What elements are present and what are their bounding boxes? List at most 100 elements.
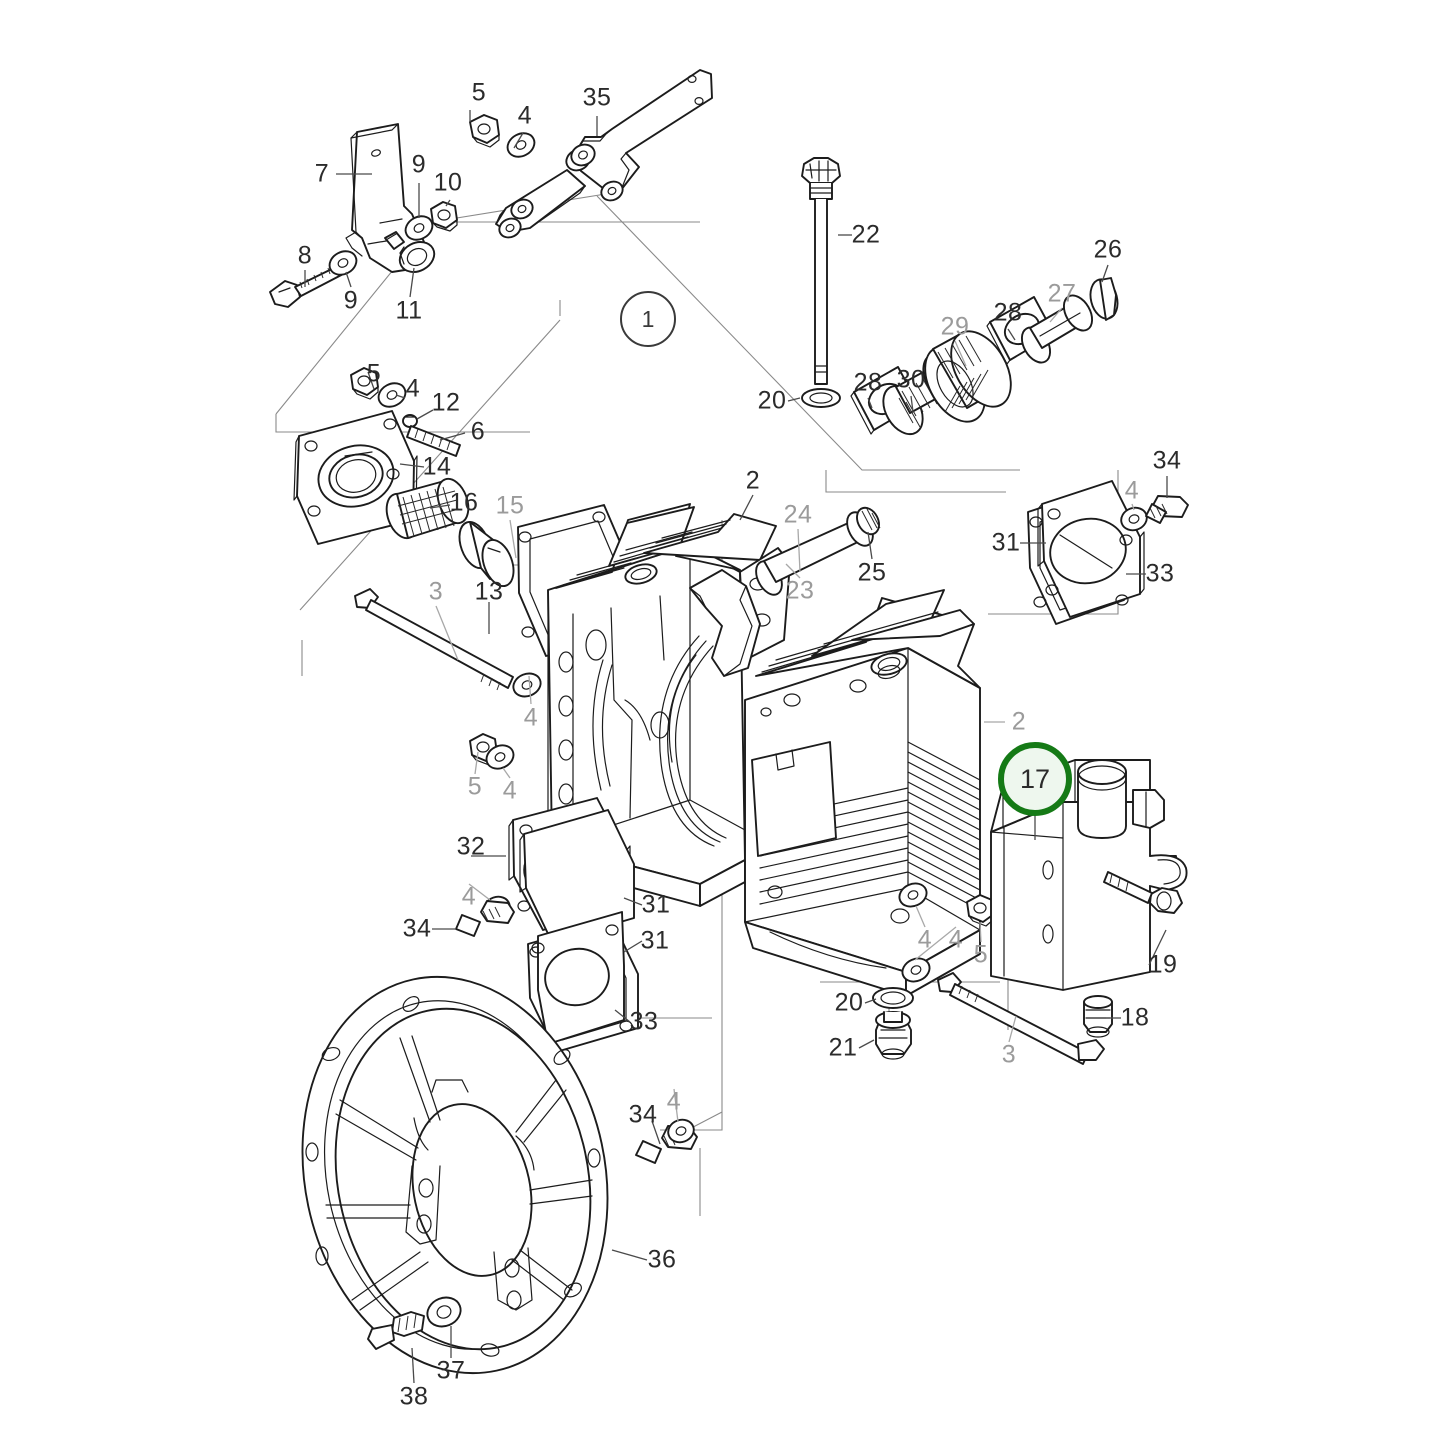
part-number-label: 8	[297, 241, 313, 270]
part-number-label: 21	[828, 1033, 858, 1062]
part-number-label: 4	[948, 925, 964, 954]
part-20-oring-lower	[872, 987, 914, 1009]
part-11-bushing-ring	[384, 231, 436, 273]
part-number-label: 34	[1152, 446, 1182, 475]
part-10-nut	[430, 201, 458, 232]
part-number-label: 34	[628, 1100, 658, 1129]
highlighted-callout-bubble[interactable]: 17	[998, 742, 1072, 816]
part-34-flange-bolt-lowleft	[455, 900, 515, 937]
part-14-bearing-cover-flange	[293, 410, 418, 545]
part-number-label: 5	[467, 772, 483, 801]
part-number-label: 38	[399, 1382, 429, 1411]
part-number-label: 31	[991, 528, 1021, 557]
part-number-label: 4	[405, 374, 421, 403]
part-33-inspection-cover-right	[1037, 480, 1145, 618]
part-number-label: 19	[1148, 950, 1178, 979]
leader-lines	[304, 110, 1168, 1384]
part-number-label: 7	[314, 159, 330, 188]
part-38-bell-housing-bolt	[367, 1311, 425, 1350]
part-9-washers	[328, 215, 434, 276]
part-33-inspection-cover-left	[531, 911, 625, 1045]
part-26-end-cap	[1089, 277, 1119, 321]
part-number-label: 4	[461, 882, 477, 911]
part-number-label: 6	[470, 417, 486, 446]
part-number-label: 4	[666, 1087, 682, 1116]
part-34-flange-bolt-right	[1145, 495, 1189, 524]
part-number-label: 37	[436, 1356, 466, 1385]
part-3-long-bolt-lower	[937, 972, 1105, 1065]
part-number-label: 2	[1011, 707, 1027, 736]
part-number-label: 24	[783, 500, 813, 529]
part-number-label: 18	[1120, 1003, 1150, 1032]
part-number-label: 28	[993, 298, 1023, 327]
part-number-label: 4	[502, 776, 518, 805]
part-22-dipstick	[801, 157, 841, 385]
part-4-washer-bc1	[898, 882, 928, 908]
part-number-label: 16	[449, 488, 479, 517]
part-31-cover-gasket-left	[519, 809, 635, 943]
part-18-drain-plug	[1083, 995, 1113, 1038]
part-number-label: 20	[834, 988, 864, 1017]
part-number-label: 28	[853, 368, 883, 397]
callout-bubble[interactable]: 1	[620, 291, 676, 347]
part-number-label: 3	[1001, 1040, 1017, 1069]
part-number-label: 23	[785, 576, 815, 605]
part-4-washer-mid	[485, 744, 515, 770]
part-24-selector-fork	[689, 569, 761, 677]
part-number-label: 9	[343, 286, 359, 315]
part-6-stud	[406, 425, 461, 457]
part-number-label: 26	[1093, 235, 1123, 264]
part-number-label: 31	[641, 890, 671, 919]
part-number-label: 25	[857, 558, 887, 587]
part-number-label: 33	[629, 1007, 659, 1036]
part-27-cylindrical-shaft	[1020, 294, 1094, 364]
part-number-label: 4	[1124, 476, 1140, 505]
part-number-label: 22	[851, 220, 881, 249]
part-number-label: 9	[411, 150, 427, 179]
part-number-label: 34	[402, 914, 432, 943]
part-5-locknut-left	[350, 367, 379, 400]
part-number-label: 2	[745, 466, 761, 495]
part-number-label: 4	[517, 101, 533, 130]
part-4-washer-bc2	[901, 957, 931, 983]
part-4-washer-left	[377, 382, 407, 408]
part-number-label: 14	[422, 452, 452, 481]
part-20-oring-upper	[801, 388, 841, 408]
part-number-label: 4	[523, 703, 539, 732]
part-number-label: 3	[428, 577, 444, 606]
part-19-hex-bolt	[1103, 871, 1183, 914]
part-number-label: 4	[917, 925, 933, 954]
part-15-shaft-sleeve	[458, 520, 515, 588]
part-number-label: 12	[431, 388, 461, 417]
part-number-label: 5	[471, 78, 487, 107]
part-number-label: 32	[456, 832, 486, 861]
part-number-label: 33	[1145, 559, 1175, 588]
part-21-oil-plug	[875, 1011, 912, 1060]
part-number-label: 5	[973, 940, 989, 969]
part-number-label: 13	[474, 577, 504, 606]
part-number-label: 11	[395, 296, 423, 325]
part-36-bell-housing	[301, 975, 609, 1375]
part-number-label: 31	[640, 926, 670, 955]
part-number-label: 10	[433, 168, 463, 197]
part-12-pin	[402, 414, 418, 428]
part-number-label: 30	[896, 365, 926, 394]
part-29-helical-gear	[924, 330, 1012, 423]
part-number-label: 29	[940, 312, 970, 341]
part-number-label: 27	[1047, 279, 1077, 308]
part-number-label: 15	[495, 491, 525, 520]
part-3-long-bolt-upper	[354, 588, 514, 691]
part-25-rail-end-plug	[856, 506, 881, 536]
part-16-needle-roller-bearing	[385, 477, 470, 540]
part-number-label: 36	[647, 1245, 677, 1274]
part-number-label: 35	[582, 83, 612, 112]
part-4-washer-bolt3	[512, 672, 542, 698]
part-35-support-arm	[495, 69, 713, 239]
part-4-washer-top	[506, 132, 536, 158]
part-37-washer-flywheel	[426, 1296, 462, 1328]
leader-lines-ghost	[435, 307, 1135, 1123]
part-number-label: 5	[366, 359, 382, 388]
part-number-label: 20	[757, 386, 787, 415]
